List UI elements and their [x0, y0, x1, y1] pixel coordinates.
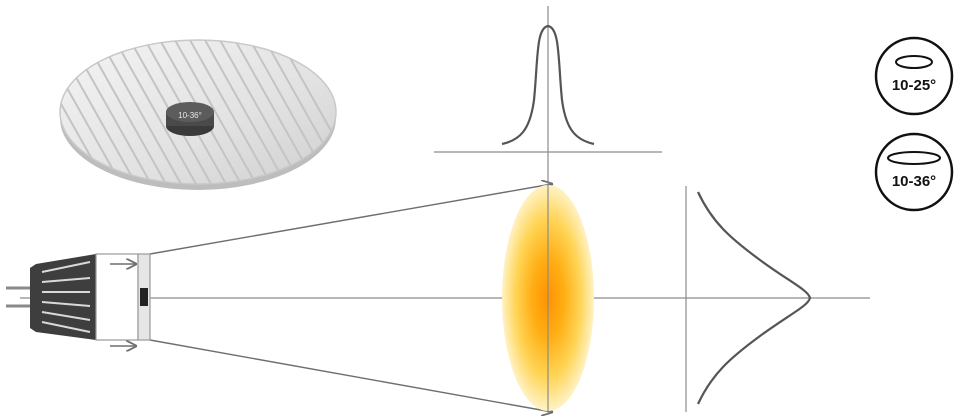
narrow-ellipse-icon — [895, 55, 933, 69]
lens-hub-label: 10-36° — [178, 111, 202, 120]
wide-bell-curve — [697, 191, 812, 405]
wide-ellipse-icon — [887, 151, 941, 165]
wide-distribution-plot — [685, 186, 812, 412]
badge-wide: 10-36° — [874, 132, 954, 212]
badge-narrow-label: 10-25° — [892, 77, 936, 94]
lens-hub: 10-36° — [166, 102, 214, 136]
badge-narrow: 10-25° — [874, 36, 954, 116]
lens-disc: 10-36° — [59, 39, 337, 190]
beam-rays — [20, 184, 870, 412]
badge-wide-label: 10-36° — [892, 173, 936, 190]
led-lamp-icon — [6, 253, 151, 346]
narrow-bell-curve — [501, 24, 595, 146]
